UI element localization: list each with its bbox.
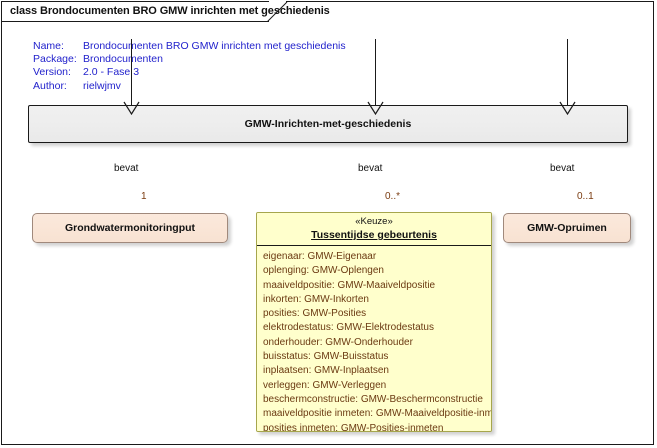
metadata-value: Brondocumenten BRO GMW inrichten met ges… bbox=[83, 40, 346, 52]
class-name: Grondwatermonitoringput bbox=[64, 222, 196, 234]
class-stereotype: «Keuze» bbox=[355, 216, 393, 227]
class-box-tussentijdse-gebeurtenis[interactable]: «Keuze» Tussentijdse gebeurtenis eigenaa… bbox=[256, 212, 492, 432]
class-name: GMW-Inrichten-met-geschiedenis bbox=[244, 118, 412, 130]
diagram-frame-tab: class Brondocumenten BRO GMW inrichten m… bbox=[1, 1, 330, 22]
class-attribute: oplenging: GMW-Oplengen bbox=[263, 265, 384, 277]
metadata-row: Package: Brondocumenten bbox=[33, 53, 346, 66]
arrow-head-right bbox=[559, 101, 576, 115]
connector-line-middle bbox=[375, 39, 376, 109]
class-attribute: posities: GMW-Posities bbox=[263, 308, 367, 320]
connector-multiplicity-middle: 0..* bbox=[385, 191, 401, 202]
diagram-metadata: Name: Brondocumenten BRO GMW inrichten m… bbox=[33, 40, 346, 93]
connector-label-right: bevat bbox=[550, 163, 575, 174]
connector-multiplicity-left: 1 bbox=[141, 191, 147, 202]
metadata-row: Author: rielwjmv bbox=[33, 80, 346, 93]
class-attribute: verleggen: GMW-Verleggen bbox=[263, 379, 387, 391]
class-attribute: inplaatsen: GMW-Inplaatsen bbox=[263, 365, 389, 377]
class-attribute: elektrodestatus: GMW-Elektrodestatus bbox=[263, 322, 434, 334]
metadata-row: Version: 2.0 - Fase 3 bbox=[33, 66, 346, 79]
connector-label-left: bevat bbox=[114, 163, 139, 174]
metadata-value: rielwjmv bbox=[83, 79, 121, 92]
class-box-gmw-opruimen[interactable]: GMW-Opruimen bbox=[503, 213, 631, 243]
metadata-key: Name: bbox=[33, 40, 64, 52]
class-attribute-list: eigenaar: GMW-Eigenaar oplenging: GMW-Op… bbox=[257, 246, 492, 432]
metadata-key: Author: bbox=[33, 79, 67, 92]
class-attribute: onderhouder: GMW-Onderhouder bbox=[263, 336, 413, 348]
metadata-key: Version: bbox=[33, 66, 71, 79]
class-name: Tussentijdse gebeurtenis bbox=[311, 229, 437, 241]
connector-line-left bbox=[131, 39, 132, 109]
arrow-head-middle bbox=[367, 101, 384, 115]
class-header: «Keuze» Tussentijdse gebeurtenis bbox=[257, 213, 491, 246]
connector-multiplicity-right: 0..1 bbox=[577, 191, 594, 202]
arrow-head-left bbox=[123, 101, 140, 115]
class-attribute: posities inmeten: GMW-Posities-inmeten bbox=[263, 422, 444, 432]
metadata-row: Name: Brondocumenten BRO GMW inrichten m… bbox=[33, 40, 346, 53]
frame-tab-diagonal-icon bbox=[266, 1, 288, 22]
frame-top-border bbox=[286, 1, 654, 2]
class-attribute: eigenaar: GMW-Eigenaar bbox=[263, 251, 377, 262]
class-attribute: maaiveldpositie inmeten: GMW-Maaiveldpos… bbox=[263, 408, 492, 420]
connector-line-right bbox=[567, 39, 568, 109]
diagram-frame-label: class Brondocumenten BRO GMW inrichten m… bbox=[10, 5, 330, 17]
metadata-value: 2.0 - Fase 3 bbox=[83, 66, 140, 79]
connector-label-middle: bevat bbox=[358, 163, 383, 174]
class-attribute: inkorten: GMW-Inkorten bbox=[263, 293, 369, 305]
metadata-value: Brondocumenten bbox=[83, 53, 163, 66]
metadata-key: Package: bbox=[33, 53, 77, 66]
class-name: GMW-Opruimen bbox=[527, 222, 607, 234]
class-box-grondwatermonitoringput[interactable]: Grondwatermonitoringput bbox=[32, 213, 228, 243]
class-attribute: beschermconstructie: GMW-Beschermconstru… bbox=[263, 393, 483, 405]
class-box-gmw-inrichten-met-geschiedenis[interactable]: GMW-Inrichten-met-geschiedenis bbox=[28, 105, 628, 143]
class-attribute: maaiveldpositie: GMW-Maaiveldpositie bbox=[263, 279, 436, 291]
class-attribute: buisstatus: GMW-Buisstatus bbox=[263, 351, 389, 363]
